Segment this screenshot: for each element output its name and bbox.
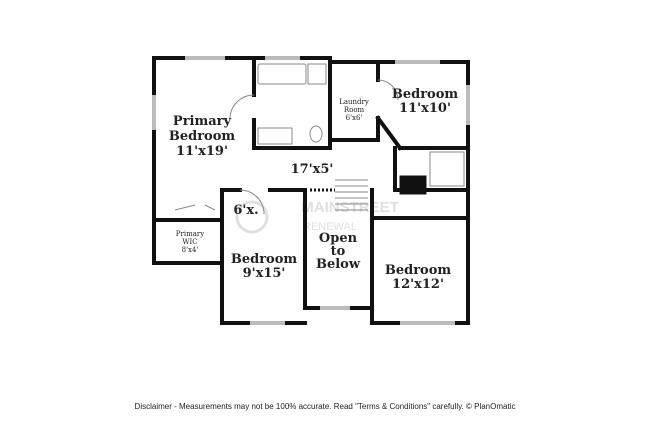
primary-wic-name1: Primary: [176, 230, 204, 238]
watermark-logo-icon: [235, 200, 269, 234]
primary-wic-name2: WIC: [182, 238, 197, 246]
bedroom-se-size: 12'x12': [392, 277, 444, 292]
laundry-name1: Laundry: [339, 98, 369, 106]
fireplace-icon: [399, 175, 427, 195]
bathtub-icon: [257, 63, 307, 85]
watermark-line2: RENEWAL: [303, 221, 357, 233]
door-swing-icon: [174, 204, 216, 211]
bedroom-center-size: 9'x15': [243, 266, 286, 281]
small-room-size: 6'x.: [233, 203, 258, 218]
door-swing-icon: [239, 189, 265, 215]
wall-bedroom-ne-diag: [375, 115, 403, 151]
wall-laundry-right: [360, 116, 380, 142]
door-swing-icon: [229, 94, 255, 120]
shower-icon: [307, 63, 327, 85]
bedroom-ne-size: 11'x10': [399, 101, 451, 116]
fixtures: [174, 63, 465, 215]
primary-bedroom-size: 11'x19': [176, 144, 228, 159]
vanity-icon: [257, 127, 293, 145]
door-swing-icon: [377, 79, 399, 101]
floor-plan: MAINSTREET RENEWAL: [152, 56, 470, 325]
watermark: MAINSTREET RENEWAL: [235, 199, 399, 234]
open-to-below-line1: Open: [319, 231, 358, 246]
open-to-below-line2: to: [331, 244, 346, 259]
bedroom-se-name: Bedroom: [385, 263, 452, 278]
watermark-line1: MAINSTREET: [301, 199, 399, 216]
bedroom-center-name: Bedroom: [231, 252, 298, 267]
laundry-size: 6'x6': [346, 114, 363, 122]
room-labels: Primary Bedroom 11'x19' Bedroom 11'x10' …: [169, 87, 459, 292]
bedroom-ne-name: Bedroom: [392, 87, 459, 102]
toilet-icon: [309, 125, 323, 143]
open-to-below-line3: Below: [316, 257, 361, 272]
tub-2-icon: [429, 151, 465, 187]
primary-wic-size: 8'x4': [182, 246, 199, 254]
disclaimer-text: Disclaimer - Measurements may not be 100…: [134, 402, 516, 411]
primary-bedroom-name1: Primary: [173, 114, 232, 129]
laundry-name2: Room: [344, 106, 365, 114]
primary-bedroom-name2: Bedroom: [169, 129, 236, 144]
windows: [152, 56, 470, 325]
hall-size: 17'x5': [291, 162, 334, 177]
